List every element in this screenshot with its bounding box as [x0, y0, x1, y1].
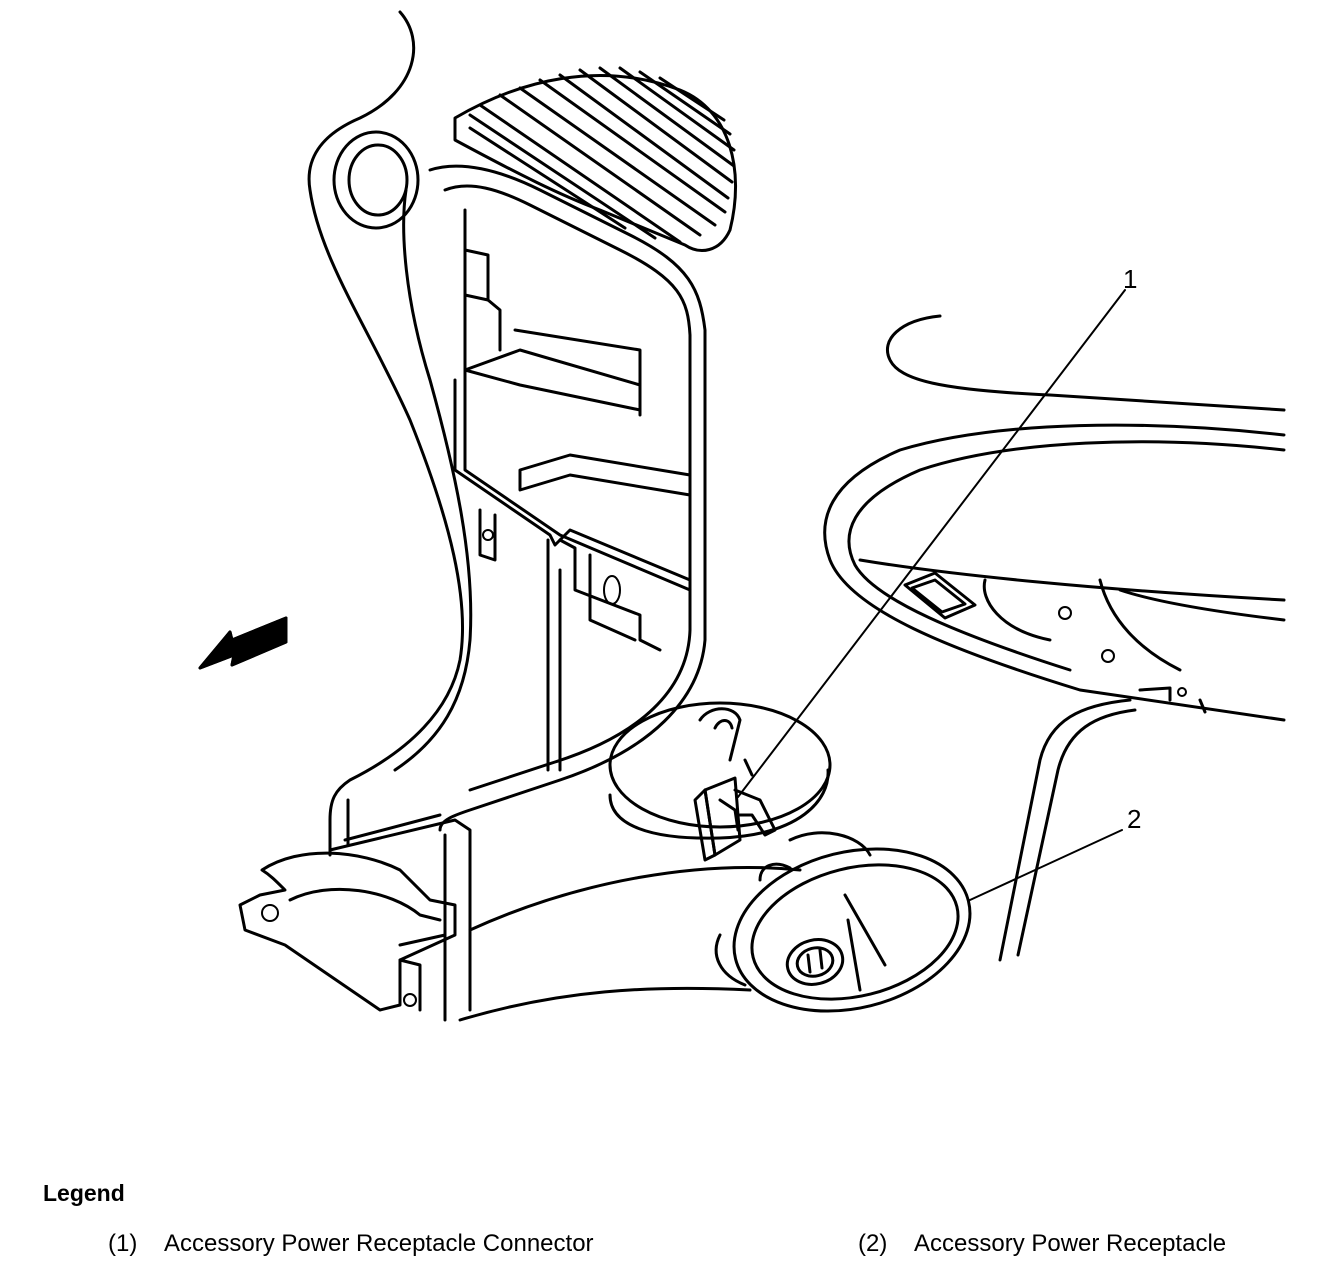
round-vent: [332, 130, 420, 230]
front-direction-arrow-icon: [198, 616, 288, 670]
legend-item-label: Accessory Power Receptacle: [914, 1230, 1227, 1257]
legend-item-number: (2): [858, 1230, 888, 1257]
legend-title: Legend: [43, 1180, 125, 1206]
legend: Legend (1) Accessory Power Receptacle Con…: [0, 1170, 1344, 1274]
legend-item-connector: (1) Accessory Power Receptacle Connector: [108, 1230, 594, 1258]
legend-item-label: Accessory Power Receptacle Connector: [164, 1230, 594, 1257]
legend-item-receptacle: (2) Accessory Power Receptacle: [858, 1230, 1226, 1258]
lower-console-body: [238, 813, 802, 1022]
callout-1: 1: [737, 264, 1137, 798]
instrument-panel-outline: [307, 10, 473, 857]
callout-2-label: 2: [1127, 804, 1141, 834]
callout-1-label: 1: [1123, 264, 1137, 294]
receptacle-connector: [608, 701, 832, 862]
accessory-power-receptacle: [714, 831, 972, 1013]
power-receptacle-illustration: 1 2: [198, 10, 1286, 1022]
callout-2: 2: [969, 804, 1141, 901]
dash-top-vent: [453, 66, 737, 252]
legend-item-number: (1): [108, 1230, 138, 1257]
console-lid: [823, 314, 1286, 962]
center-bezel-frame: [428, 164, 707, 832]
